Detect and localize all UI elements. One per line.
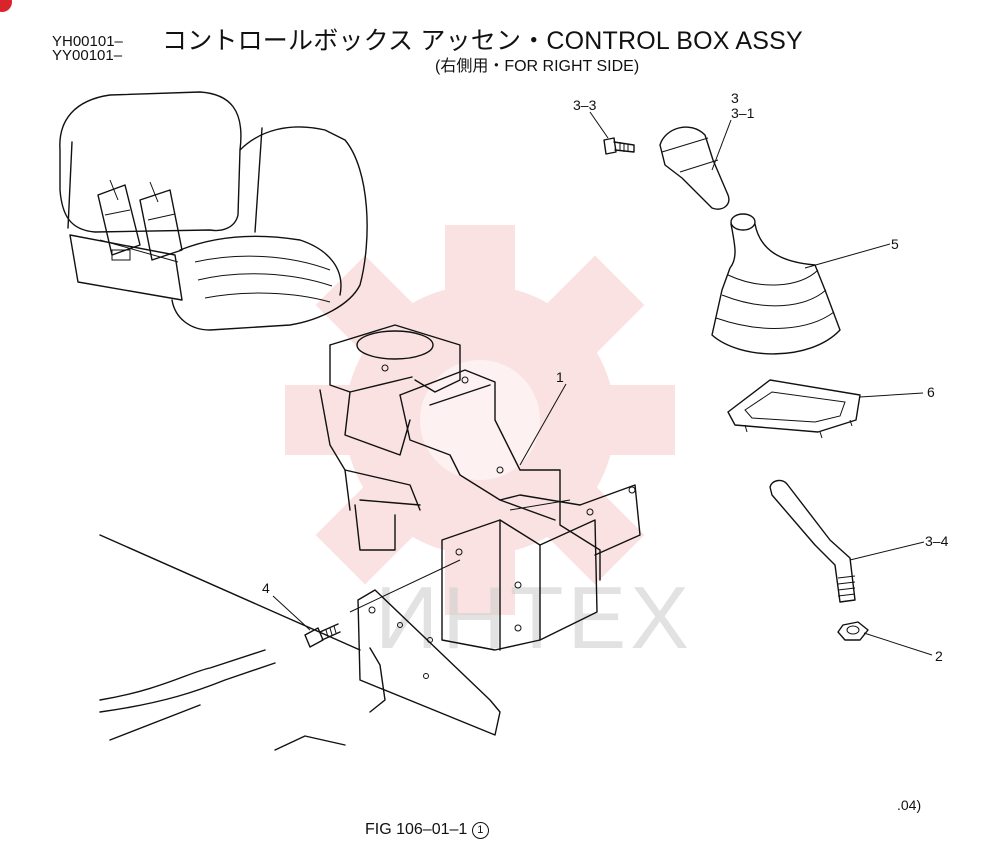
screw-part-3-3 xyxy=(603,137,635,155)
date-fragment: .04) xyxy=(897,797,922,813)
control-box-frame xyxy=(319,324,641,581)
leader-lines xyxy=(272,111,933,656)
lever-part-3-4 xyxy=(769,479,856,603)
nut-part-2 xyxy=(837,621,869,641)
page-subtitle: (右側用・FOR RIGHT SIDE) xyxy=(435,58,640,75)
figure-label: FIG 106–01–1 xyxy=(365,821,468,838)
frame-plate-part-6 xyxy=(727,379,861,439)
floor-outline xyxy=(99,534,361,751)
brand-logo-icon xyxy=(0,0,14,14)
callout-3: 3 xyxy=(731,90,739,106)
page-title: コントロールボックス アッセン・CONTROL BOX ASSY xyxy=(162,27,803,55)
callout-5: 5 xyxy=(891,236,899,252)
boot-part-5 xyxy=(711,213,841,355)
callout-4: 4 xyxy=(262,580,270,596)
callout-3-4: 3–4 xyxy=(925,533,949,549)
figure-number: FIG 106–01–1 1 xyxy=(365,821,489,839)
callout-6: 6 xyxy=(927,384,935,400)
callout-3-3: 3–3 xyxy=(573,97,597,113)
serial-range-yh: YH00101– xyxy=(52,33,123,50)
callout-1: 1 xyxy=(556,369,564,385)
mounting-bracket xyxy=(349,519,598,736)
callout-2: 2 xyxy=(935,648,943,664)
watermark-text: ИНТЕХ xyxy=(375,568,693,667)
serial-range-yy: YY00101– xyxy=(52,47,123,64)
watermark-gear-icon xyxy=(285,225,675,615)
knob-part-3-1 xyxy=(659,126,730,210)
callout-3-1: 3–1 xyxy=(731,105,755,121)
figure-sheet-number: 1 xyxy=(477,824,484,836)
figure-sheet-badge: 1 xyxy=(471,822,489,839)
bolt-part-4 xyxy=(304,623,341,648)
cab-seat-overview xyxy=(59,91,368,331)
